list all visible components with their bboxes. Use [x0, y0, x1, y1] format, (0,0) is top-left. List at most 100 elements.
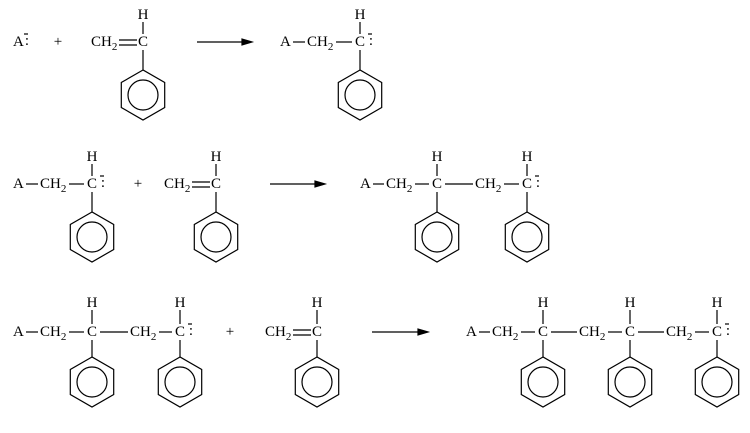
ch2-group: CH2: [40, 324, 66, 343]
ch2-group: CH2: [164, 176, 190, 195]
subscript-2: 2: [151, 331, 157, 343]
arrow-head-icon: [241, 38, 255, 46]
ch-text: CH: [265, 324, 286, 340]
a-group: A: [360, 176, 371, 192]
carbon-atom: C: [522, 176, 532, 192]
ch-text: CH: [492, 324, 513, 340]
aromatic-circle: [76, 366, 108, 398]
ch2-group: CH2: [386, 176, 412, 195]
carbon-atom: C: [138, 34, 148, 50]
benzene-ring-icon: [120, 69, 166, 121]
plus-sign: +: [226, 324, 234, 340]
ch2-label: CH2: [475, 176, 501, 195]
hydrogen-atom: H: [138, 7, 149, 23]
a-group: A: [466, 324, 477, 340]
ch-text: CH: [386, 176, 407, 192]
hydrogen-atom: H: [625, 295, 636, 311]
aromatic-circle: [301, 366, 333, 398]
a-group: A: [13, 324, 24, 340]
carbon-atom: C: [538, 324, 548, 340]
subscript-2: 2: [286, 331, 292, 343]
ch2-label: CH2: [386, 176, 412, 195]
ch2-label: CH2: [40, 176, 66, 195]
carbon-atom: C: [355, 34, 365, 50]
lone-pair-icon: :: [726, 323, 730, 339]
ch-text: CH: [164, 176, 185, 192]
benzene-ring-icon: [607, 356, 653, 408]
ch2-label: CH2: [307, 34, 333, 53]
ch2-group: CH2: [579, 324, 605, 343]
a-group: A: [13, 176, 24, 192]
ch2-group: CH2: [307, 34, 333, 53]
aromatic-circle: [200, 221, 232, 253]
benzene-ring-icon: [69, 211, 115, 263]
ch2-group: CH2: [666, 324, 692, 343]
ch2-label: CH2: [492, 324, 518, 343]
subscript-2: 2: [600, 331, 606, 343]
aromatic-circle: [527, 366, 559, 398]
lone-pair-icon: :: [189, 323, 193, 339]
ch2-group: CH2: [265, 324, 291, 343]
benzene-ring-icon: [69, 356, 115, 408]
hydrogen-atom: H: [538, 295, 549, 311]
arrow-head-icon: [314, 180, 328, 188]
hydrogen-atom: H: [87, 295, 98, 311]
benzene-ring-icon: [193, 211, 239, 263]
hydrogen-atom: H: [211, 149, 222, 165]
ch-text: CH: [475, 176, 496, 192]
hydrogen-atom: H: [355, 7, 366, 23]
hydrogen-atom: H: [712, 295, 723, 311]
benzene-ring-icon: [414, 211, 460, 263]
benzene-ring-icon: [294, 356, 340, 408]
carbon-atom: C: [87, 176, 97, 192]
hydrogen-atom: H: [312, 295, 323, 311]
carbon-atom: C: [211, 176, 221, 192]
ch2-group: CH2: [475, 176, 501, 195]
a-group: A: [13, 34, 24, 50]
carbon-atom: C: [175, 324, 185, 340]
ch2-label: CH2: [130, 324, 156, 343]
ch2-label: CH2: [666, 324, 692, 343]
aromatic-circle: [701, 366, 733, 398]
ch2-label: CH2: [579, 324, 605, 343]
benzene-ring-icon: [337, 69, 383, 121]
benzene-ring-icon: [520, 356, 566, 408]
ch-text: CH: [579, 324, 600, 340]
ch2-label: CH2: [40, 324, 66, 343]
hydrogen-atom: H: [175, 295, 186, 311]
aromatic-circle: [76, 221, 108, 253]
hydrogen-atom: H: [432, 149, 443, 165]
subscript-2: 2: [513, 331, 519, 343]
benzene-ring-icon: [157, 356, 203, 408]
lone-pair-icon: :: [101, 175, 105, 191]
subscript-2: 2: [185, 183, 191, 195]
ch2-label: CH2: [265, 324, 291, 343]
benzene-ring-icon: [504, 211, 550, 263]
aromatic-circle: [421, 221, 453, 253]
ch2-group: CH2: [91, 34, 117, 53]
plus-sign: +: [134, 176, 142, 192]
ch2-group: CH2: [40, 176, 66, 195]
carbon-atom: C: [625, 324, 635, 340]
subscript-2: 2: [112, 41, 118, 53]
ch-text: CH: [307, 34, 328, 50]
aromatic-circle: [164, 366, 196, 398]
aromatic-circle: [614, 366, 646, 398]
ch-text: CH: [130, 324, 151, 340]
subscript-2: 2: [687, 331, 693, 343]
arrow-head-icon: [417, 328, 431, 336]
subscript-2: 2: [407, 183, 413, 195]
lone-pair-icon: :: [369, 33, 373, 49]
lone-pair-icon: :: [536, 175, 540, 191]
ch-text: CH: [40, 176, 61, 192]
ch2-group: CH2: [492, 324, 518, 343]
a-group: A: [280, 34, 291, 50]
carbon-atom: C: [432, 176, 442, 192]
aromatic-circle: [127, 79, 159, 111]
hydrogen-atom: H: [522, 149, 533, 165]
aromatic-circle: [511, 221, 543, 253]
subscript-2: 2: [328, 41, 334, 53]
subscript-2: 2: [61, 331, 67, 343]
